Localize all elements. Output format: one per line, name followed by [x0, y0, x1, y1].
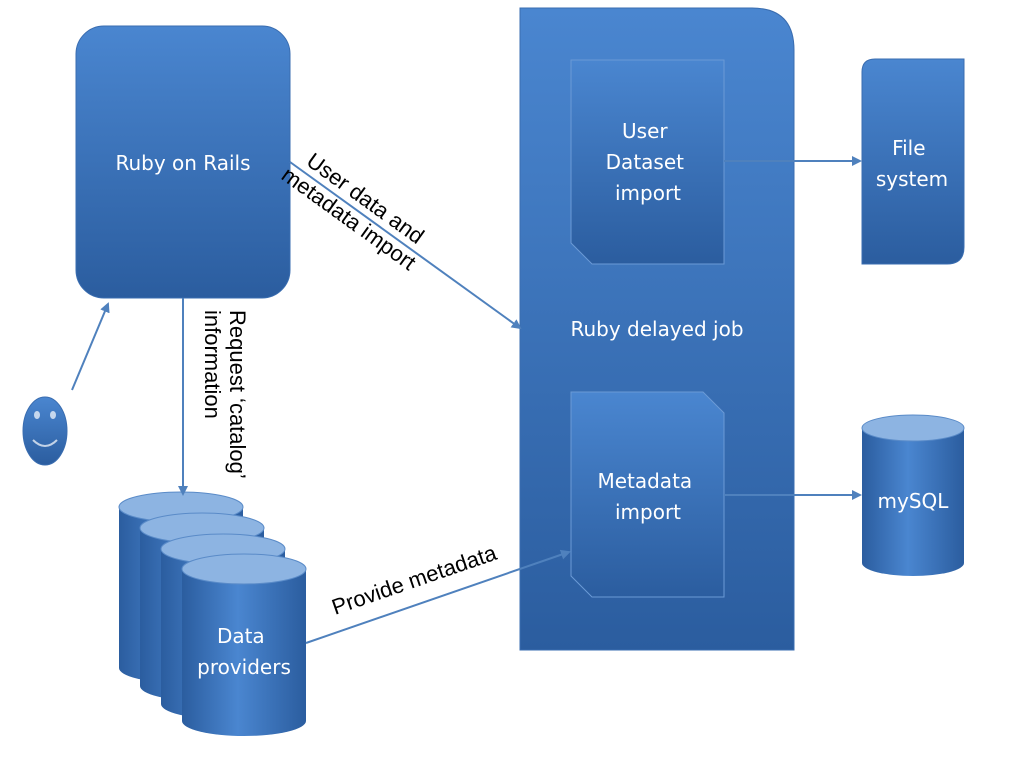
user-to-rails-arrow: [71, 302, 110, 391]
file-system-label: File system: [876, 136, 948, 191]
rails-to-providers-label-line-2: information: [200, 310, 225, 419]
mysql-node: mySQL: [861, 414, 965, 576]
rails-to-providers-label-line-1: Request ‘catalog’: [225, 310, 250, 478]
rails-to-job-arrow: [289, 161, 522, 330]
file-system-line-1: File: [892, 136, 925, 160]
file-system-line-2: system: [876, 167, 948, 191]
user-dataset-import-line-1: User: [622, 119, 668, 143]
user-dataset-import-line-3: import: [615, 181, 681, 205]
delayed-job-label: Ruby delayed job: [570, 317, 743, 341]
ruby-on-rails-label: Ruby on Rails: [115, 151, 250, 175]
user-dataset-import-label: User Dataset import: [606, 119, 691, 205]
metadata-import-line-1: Metadata: [597, 469, 692, 493]
user-dataset-import-node: User Dataset import: [570, 59, 725, 265]
rails-to-job-edge-label: User data and metadata import: [277, 141, 436, 275]
data-providers-line-1: Data: [217, 624, 265, 648]
data-providers-label: Data providers: [197, 624, 291, 679]
rails-to-providers-edge-label: Request ‘catalog’ information: [200, 310, 250, 484]
ruby-on-rails-node: Ruby on Rails: [75, 25, 291, 299]
provider-cylinder-4: [181, 553, 307, 736]
providers-to-metadata-arrow: [305, 549, 571, 644]
mysql-label: mySQL: [878, 489, 950, 513]
metadata-import-label: Metadata import: [597, 469, 698, 524]
metadata-import-node: Metadata import: [570, 391, 725, 598]
file-system-node: File system: [861, 58, 965, 265]
user-dataset-import-line-2: Dataset: [606, 150, 684, 174]
data-providers-node: Data providers: [118, 491, 307, 736]
providers-to-metadata-edge-label: Provide metadata: [328, 540, 500, 620]
data-providers-line-2: providers: [197, 655, 291, 679]
user-smiley-icon: [22, 396, 68, 466]
metadata-import-line-2: import: [615, 500, 681, 524]
